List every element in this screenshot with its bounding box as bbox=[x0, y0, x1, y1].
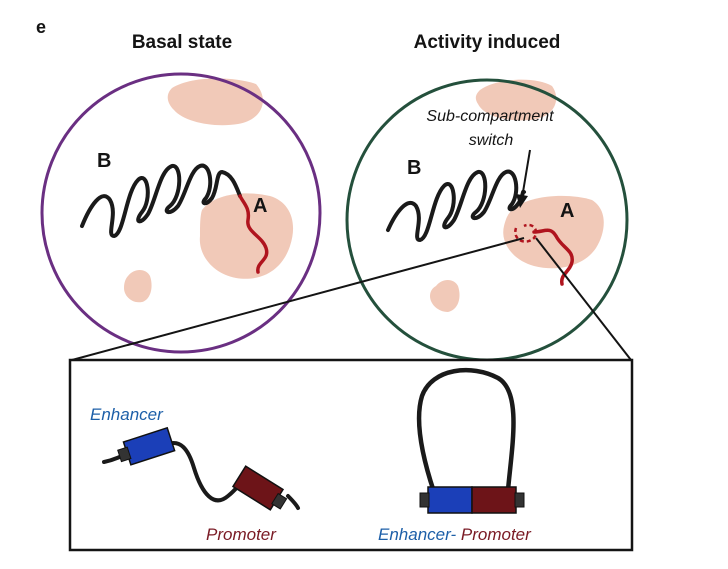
induced-label-a: A bbox=[560, 200, 574, 222]
basal-nucleus-outline bbox=[40, 72, 322, 354]
basal-nucleus: B A bbox=[40, 72, 322, 354]
enhancer-element bbox=[117, 426, 176, 466]
chromatin-b-coils bbox=[80, 163, 242, 238]
zoom-connector-left bbox=[71, 237, 525, 361]
enhancer-promoter-text: Enhancer- bbox=[378, 525, 456, 544]
induced-label-b: B bbox=[407, 157, 421, 179]
zoom-box-frame bbox=[68, 358, 634, 552]
looped-promoter bbox=[471, 486, 517, 514]
compartment-blob bbox=[199, 193, 294, 279]
chromatin-a-segment bbox=[238, 194, 269, 274]
enhancer-promoter-text-promoter: Promoter bbox=[461, 525, 532, 544]
chromatin-loop bbox=[416, 367, 516, 495]
basal-state-title: Basal state bbox=[132, 32, 232, 53]
promoter-label: Promoter bbox=[206, 525, 277, 544]
compartment-blob bbox=[430, 280, 460, 312]
enhancer-promoter-label: Enhancer- Promoter bbox=[378, 525, 532, 544]
compartment-blob bbox=[124, 270, 152, 303]
switch-annotation-line1: Sub-compartment bbox=[426, 108, 554, 125]
basal-label-a: A bbox=[253, 195, 267, 217]
compartment-blob bbox=[167, 78, 263, 126]
switch-annotation-line2: switch bbox=[469, 132, 514, 149]
induced-nucleus: Sub-compartment switch B A bbox=[345, 78, 629, 362]
switch-arrow-head bbox=[516, 194, 528, 208]
sub-compartment-loop bbox=[514, 223, 538, 243]
chromatin-b-coils bbox=[386, 169, 526, 242]
promoter-element bbox=[231, 465, 288, 511]
switch-arrow-shaft bbox=[521, 149, 531, 199]
basal-label-b: B bbox=[97, 150, 111, 172]
looped-cap-left bbox=[419, 492, 430, 508]
chromatin-a-segment bbox=[532, 228, 574, 286]
activity-induced-title: Activity induced bbox=[414, 32, 561, 53]
looped-enhancer bbox=[427, 486, 473, 514]
panel-letter: e bbox=[36, 17, 46, 37]
looped-cap-right bbox=[514, 492, 525, 508]
enhancer-label: Enhancer bbox=[90, 405, 164, 424]
zoom-connector-right bbox=[535, 237, 632, 361]
zoom-box: Enhancer Promoter Enhancer- Promoter bbox=[68, 358, 634, 552]
